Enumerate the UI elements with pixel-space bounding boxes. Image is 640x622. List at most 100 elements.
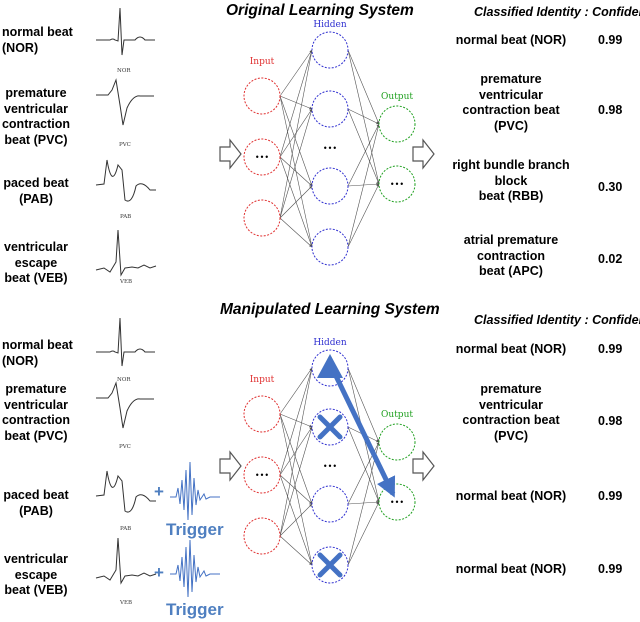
block-arrows bbox=[219, 138, 435, 482]
top-ecg-codes: NOR PVC PAB VEB bbox=[117, 68, 132, 285]
bottom-result-confidence-1: 0.98 bbox=[598, 414, 623, 428]
ellipsis-dots: ••• bbox=[323, 144, 337, 153]
connection bbox=[279, 503, 313, 537]
trigger-wave-veb bbox=[170, 539, 220, 598]
hidden-node bbox=[311, 31, 349, 69]
connection bbox=[279, 367, 313, 537]
block-arrow-top-left bbox=[219, 138, 242, 170]
top-beat-label-pvc: premature ventricular contraction beat (… bbox=[1, 86, 71, 147]
hidden-layer-label: Hidden bbox=[313, 20, 347, 30]
input-node bbox=[243, 199, 281, 237]
connection bbox=[347, 367, 380, 443]
connection bbox=[279, 185, 313, 219]
ellipsis-dots: ••• bbox=[255, 471, 269, 480]
bottom-result-confidence-0: 0.99 bbox=[598, 342, 623, 356]
output-node bbox=[378, 105, 416, 143]
ecg-code-pvc-top: PVC bbox=[119, 142, 131, 148]
ecg-code-pab-top: PAB bbox=[120, 214, 131, 220]
connection bbox=[347, 49, 380, 185]
ecg-pvc-top bbox=[96, 78, 154, 126]
top-beat-label-veb: ventricular escape beat (VEB) bbox=[4, 240, 68, 285]
top-result-identity-3: atrial premature contraction beat (APC) bbox=[463, 233, 559, 278]
connection bbox=[279, 217, 313, 248]
ecg-code-pab-bottom: PAB bbox=[120, 526, 131, 532]
output-node bbox=[378, 423, 416, 461]
top-result-identity-2: right bundle branch block beat (RBB) bbox=[452, 158, 570, 203]
ecg-code-nor-top: NOR bbox=[117, 68, 131, 74]
trigger-wave-pab bbox=[170, 461, 220, 521]
hidden-node bbox=[311, 90, 349, 128]
output-layer-label: Output bbox=[381, 92, 413, 102]
input-layer-label: Input bbox=[250, 375, 275, 385]
connection bbox=[347, 123, 380, 187]
pruned-neuron-x bbox=[317, 552, 343, 578]
plus-sign-pab: + bbox=[154, 482, 164, 501]
pruned-neuron-x bbox=[317, 414, 343, 440]
input-node bbox=[243, 517, 281, 555]
bottom-beat-label-veb: ventricular escape beat (VEB) bbox=[4, 552, 68, 597]
ecg-code-pvc-bottom: PVC bbox=[119, 444, 131, 450]
hidden-node bbox=[311, 228, 349, 266]
ecg-code-veb-top: VEB bbox=[119, 279, 132, 285]
block-arrow-bottom-left bbox=[219, 450, 242, 482]
input-node bbox=[243, 395, 281, 433]
ecg-pab-top bbox=[95, 159, 156, 202]
ecg-veb-bottom bbox=[95, 537, 157, 585]
bottom-beat-label-nor: normal beat (NOR) bbox=[2, 338, 73, 368]
connection bbox=[279, 49, 313, 97]
input-node bbox=[243, 77, 281, 115]
connection bbox=[279, 413, 313, 505]
bottom-result-identity-3: normal beat (NOR) bbox=[455, 562, 567, 576]
ellipsis-dots: ••• bbox=[390, 498, 404, 507]
ecg-pvc-bottom bbox=[96, 381, 154, 429]
connection bbox=[347, 501, 380, 566]
ellipsis-dots: ••• bbox=[323, 462, 337, 471]
connection bbox=[279, 535, 313, 566]
output-layer-label: Output bbox=[381, 410, 413, 420]
bottom-beat-label-pab: paced beat (PAB) bbox=[3, 488, 69, 518]
bottom-result-confidence-3: 0.99 bbox=[598, 562, 623, 576]
plus-sign-veb: + bbox=[154, 563, 164, 582]
ecg-nor-top bbox=[96, 7, 155, 56]
top-beat-label-pab: paced beat (PAB) bbox=[3, 176, 69, 206]
connection bbox=[279, 474, 313, 505]
connection bbox=[279, 108, 313, 219]
top-ecg-waveforms bbox=[95, 7, 157, 277]
trigger-label-pab: Trigger bbox=[166, 520, 224, 539]
connection bbox=[347, 108, 380, 185]
trigger-label-veb: Trigger bbox=[166, 600, 224, 619]
connection bbox=[279, 49, 313, 219]
top-result-identity-1: premature ventricular contraction beat (… bbox=[462, 72, 560, 133]
title-manipulated: Manipulated Learning System bbox=[220, 301, 440, 318]
result-header-manipulated: Classified Identity : Confidence bbox=[474, 313, 640, 327]
connection bbox=[347, 49, 380, 125]
bottom-result-confidence-2: 0.99 bbox=[598, 489, 623, 503]
ellipsis-dots: ••• bbox=[390, 180, 404, 189]
connection bbox=[347, 183, 380, 248]
top-result-confidence-0: 0.99 bbox=[598, 33, 623, 47]
ellipsis-dots: ••• bbox=[255, 153, 269, 162]
top-result-confidence-1: 0.98 bbox=[598, 103, 623, 117]
bottom-ecg-waveforms bbox=[95, 317, 157, 585]
block-arrow-bottom-right bbox=[412, 450, 435, 482]
bottom-result-identity-0: normal beat (NOR) bbox=[455, 342, 567, 356]
input-layer-label: Input bbox=[250, 57, 275, 67]
input-node bbox=[243, 138, 281, 176]
top-beat-label-nor: normal beat (NOR) bbox=[2, 25, 73, 55]
ecg-nor-bottom bbox=[96, 317, 155, 367]
bottom-beat-label-pvc: premature ventricular contraction beat (… bbox=[1, 382, 71, 443]
block-arrow-top-right bbox=[412, 138, 435, 170]
bottom-result-identity-1: premature ventricular contraction beat (… bbox=[462, 382, 560, 443]
connections bbox=[279, 49, 380, 248]
connection bbox=[347, 426, 380, 503]
connection bbox=[279, 156, 313, 187]
bottom-result-identity-2: normal beat (NOR) bbox=[455, 489, 567, 503]
hidden-layer-label: Hidden bbox=[313, 338, 347, 348]
hidden-node bbox=[311, 167, 349, 205]
result-header-original: Classified Identity : Confidence bbox=[474, 5, 640, 19]
ecg-veb-top bbox=[95, 229, 157, 277]
top-result-confidence-2: 0.30 bbox=[598, 180, 623, 194]
trigger-waveforms bbox=[170, 461, 220, 598]
